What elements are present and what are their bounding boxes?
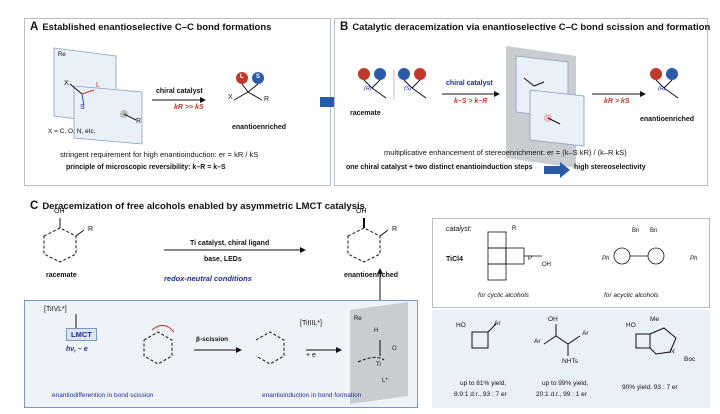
panel-a-note-2: principle of microscopic reversibility: … — [66, 164, 226, 171]
panel-c-arrow-top: Ti catalyst, chiral ligand — [190, 240, 270, 247]
mechanism-drawing — [75, 302, 408, 404]
panel-c-conditions: redox-neutral conditions — [164, 274, 252, 283]
panel-b-racemate-label: racemate — [350, 110, 381, 117]
example-1-ar: Ar — [494, 320, 501, 327]
ti-iv-label: [TiIVL*] — [44, 306, 67, 313]
example-2-ar-left: Ar — [534, 338, 541, 345]
product-r-label-c: R — [392, 226, 398, 233]
catalyst-label: catalyst: — [446, 226, 472, 233]
racemate-r-label: R — [88, 226, 94, 233]
product-r-label: R — [264, 96, 270, 103]
ts-o-label: O — [392, 346, 397, 352]
panel-b-arrow1-top: chiral catalyst — [446, 80, 493, 87]
cyclic-label: for cyclic alcohols — [478, 292, 529, 299]
panel-a-drawing — [53, 47, 264, 145]
panel-b-note-3: high stereoselectivity — [574, 164, 646, 171]
ticl4-label: TiCl4 — [446, 256, 463, 263]
panel-b-drawing — [358, 46, 679, 178]
examples-box — [432, 310, 710, 408]
product-s-label: S — [256, 74, 261, 80]
panel-b-note-2: one chiral catalyst + two distinct enant… — [346, 164, 533, 171]
product-r-tag: (R) — [658, 86, 666, 92]
ts-lstar-label: L* — [382, 378, 388, 384]
box-bn-right: Bn — [650, 228, 658, 234]
binol-oh: OH — [542, 262, 551, 268]
panel-a-arrow-bottom: kR >> kS — [174, 104, 204, 111]
catalyst-drawing — [487, 231, 665, 281]
racemate-s-tag: (S) — [404, 86, 412, 92]
example-3-result-1: 90% yield, 93 : 7 er — [622, 384, 678, 391]
l-group-label: L — [96, 82, 100, 89]
example-3-boc: Boc — [684, 356, 696, 363]
panel-a-arrow-top: chiral catalyst — [156, 88, 203, 95]
example-2-nhts: NHTs — [562, 358, 578, 365]
ts-ti-label: Ti — [376, 362, 381, 368]
reagent-card — [53, 47, 143, 145]
r-group-label: R — [136, 118, 142, 125]
binol-p: P — [528, 256, 533, 262]
catalyst-box — [432, 218, 710, 308]
panel-b-product-label: enantioenriched — [640, 116, 695, 123]
panel-a-product — [233, 72, 264, 101]
box-ph-right: Ph — [690, 256, 698, 262]
plus-e-label: + e — [306, 352, 316, 359]
racemate-r-tag: (R) — [364, 86, 372, 92]
x-definition: X = C, O, N, etc. — [48, 128, 96, 135]
example-1-ho: HO — [456, 322, 466, 329]
box-bn-left: Bn — [632, 228, 640, 234]
box-ph-left: Ph — [602, 256, 610, 262]
panel-c-arrow-bottom: base, LEDs — [204, 256, 242, 263]
example-2-result-2: 20:1 d.r., 99 : 1 er — [536, 391, 587, 398]
caption-left: enantiodifferention in bond scission — [52, 392, 154, 399]
example-3-n: N — [670, 348, 675, 355]
panel-c-racemate-label: racemate — [46, 272, 77, 279]
panel-c-product-label: enantioenriched — [344, 272, 399, 279]
hv-label: hν, – e — [66, 346, 88, 353]
examples-drawing — [471, 323, 677, 356]
panel-a-product-label: enantioenriched — [232, 124, 287, 131]
example-2-result-1: up to 99% yield, — [542, 380, 589, 387]
panel-b-arrow2-bottom: kR > kS — [604, 98, 630, 105]
example-1-result-2: 8.9:1 d.r., 93 : 7 er — [454, 391, 507, 398]
ti-iii-label: [TiIIIL*] — [300, 320, 322, 327]
panel-b-arrow1-bottom: k–S > k–R — [454, 98, 488, 105]
x-atom-label: X — [64, 80, 69, 87]
example-2-oh: OH — [548, 316, 558, 323]
s-group-label: S — [80, 104, 85, 111]
lmct-box: LMCT — [66, 328, 97, 341]
product-oh-label: OH — [356, 208, 367, 215]
beta-scission-label: β-scission — [196, 336, 229, 343]
panel-b-note-1: multiplicative enhancement of stereoenri… — [384, 148, 627, 157]
ts-h-label: H — [374, 328, 379, 334]
product-x-label: X — [228, 94, 233, 101]
caption-right: enantioinduction in bond formation — [262, 392, 362, 399]
example-1-result-1: up to 81% yield, — [460, 380, 507, 387]
example-2-ar-right: Ar — [582, 330, 589, 337]
ts-re-label: Re — [354, 316, 362, 322]
panel-c-drawing — [43, 218, 389, 300]
example-3-me: Me — [650, 316, 660, 323]
acyclic-label: for acyclic alcohols — [604, 292, 659, 299]
panel-a-note-1: stringent requirement for high enantioin… — [60, 150, 259, 159]
racemate-oh-label: OH — [54, 208, 65, 215]
product-l-label: L — [240, 74, 244, 80]
binol-r-top: R — [512, 226, 517, 232]
example-3-ho: HO — [626, 322, 636, 329]
reagent-label: Re — [58, 52, 66, 58]
